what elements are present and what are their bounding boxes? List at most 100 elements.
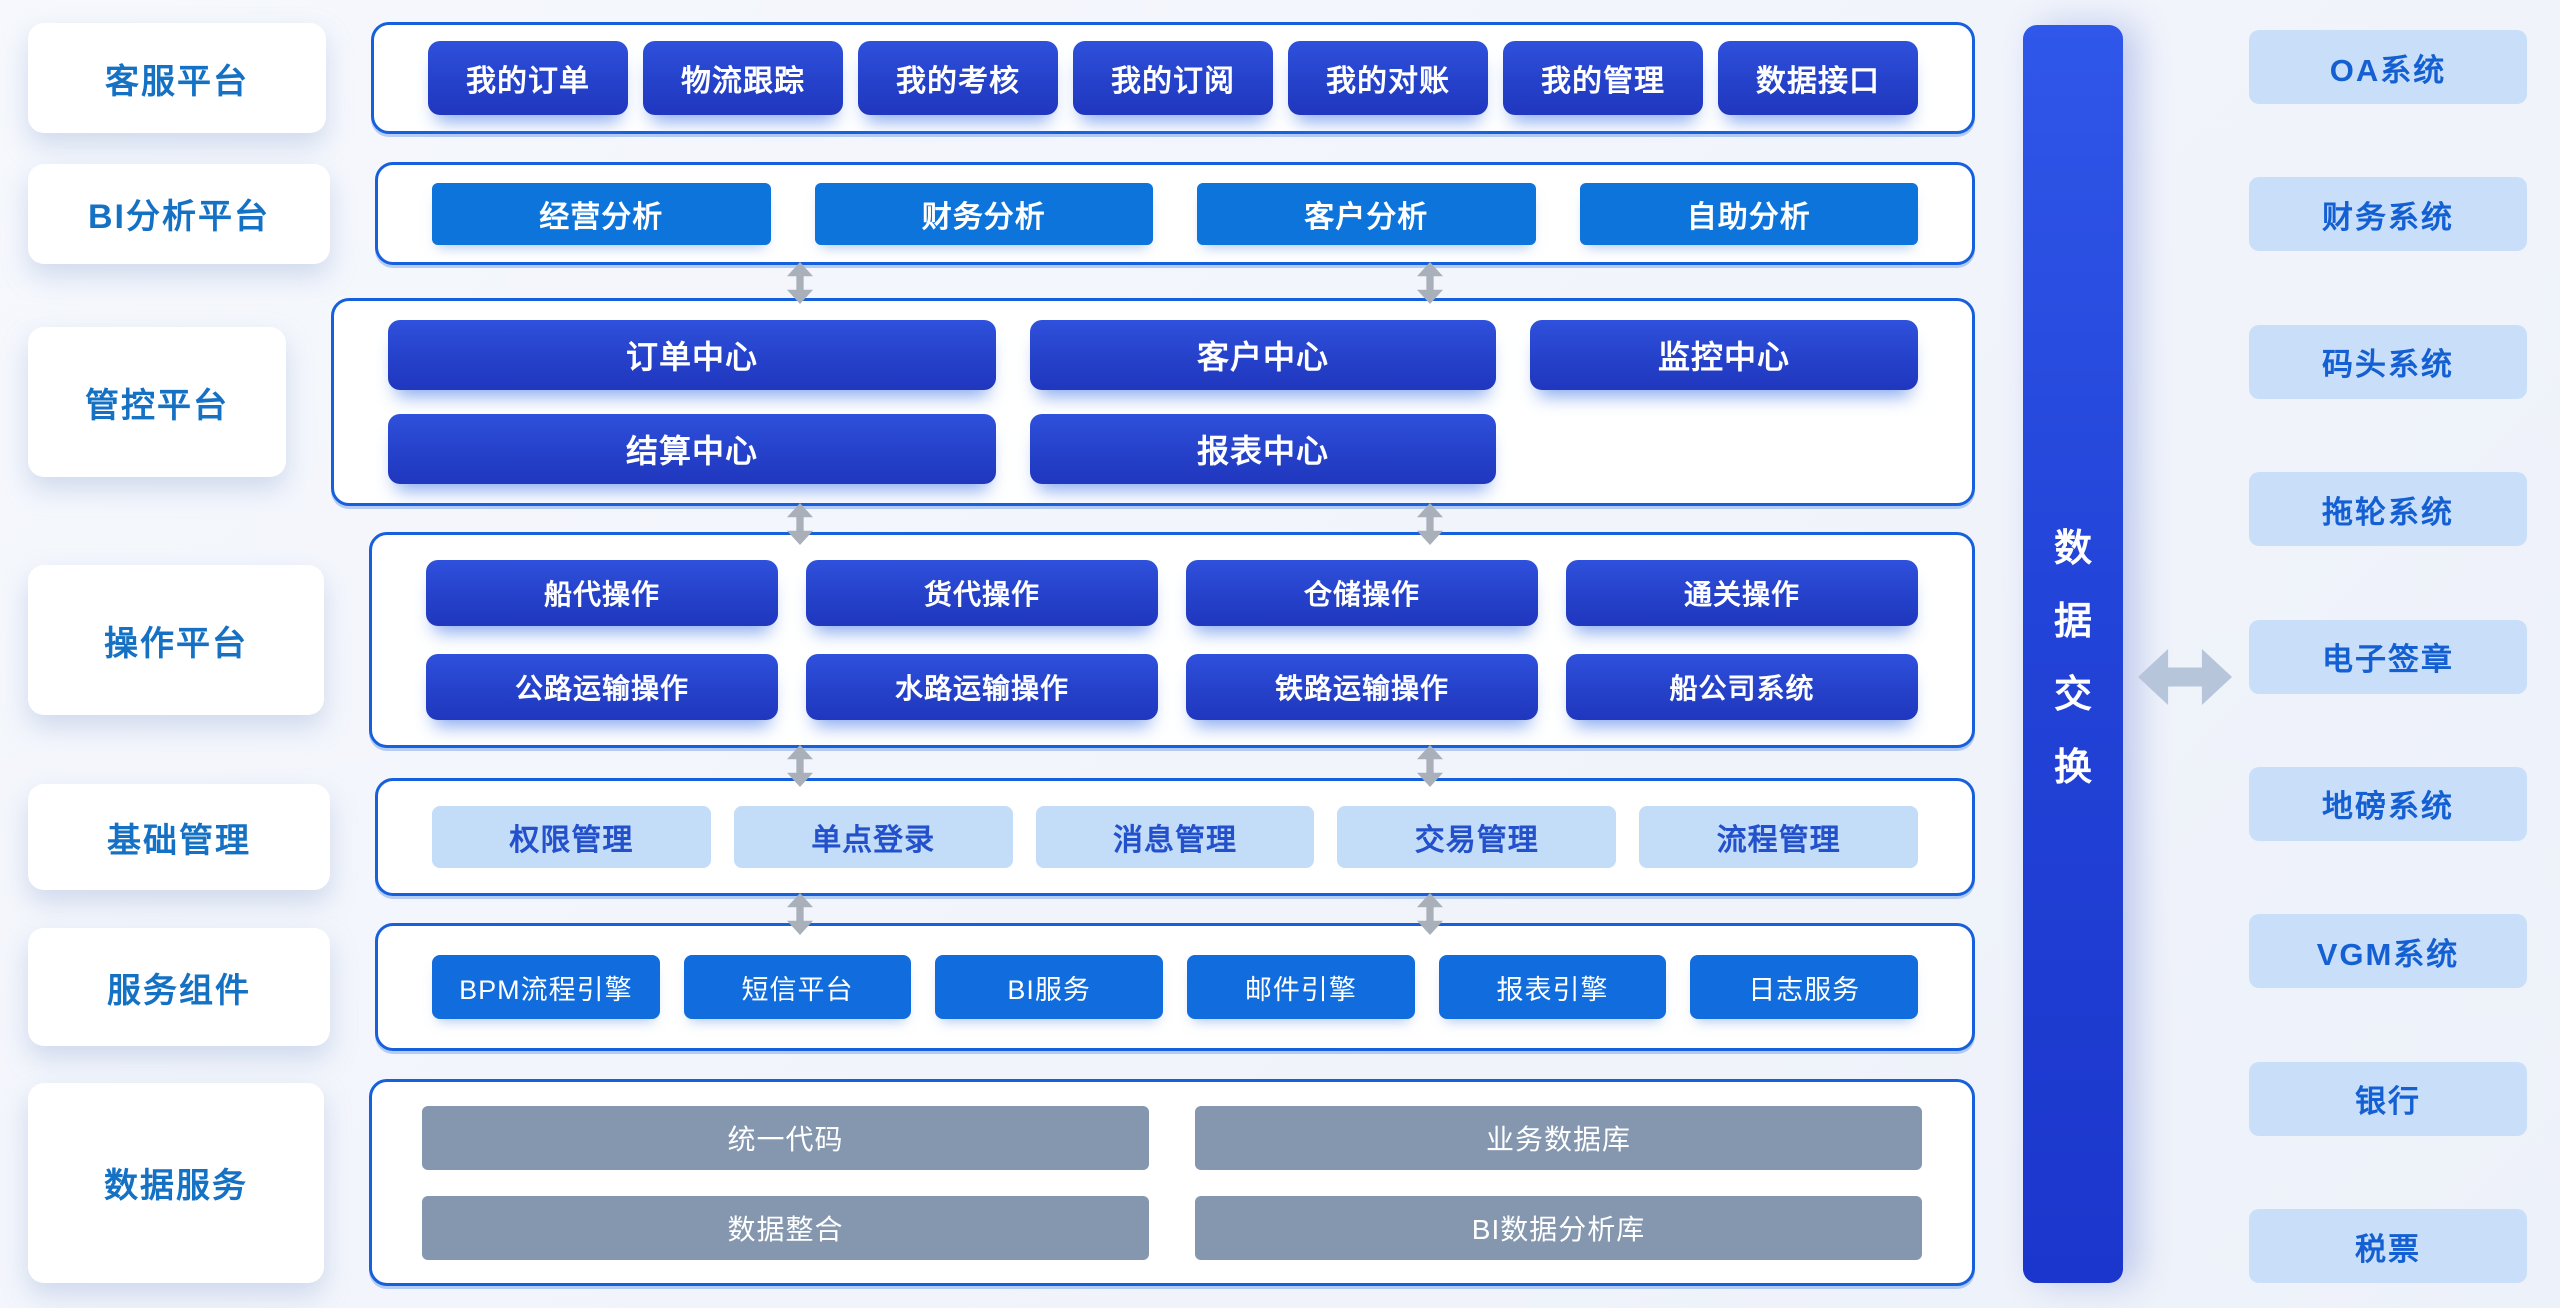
module-block: BPM流程引擎: [432, 955, 660, 1019]
external-system-card: 税票: [2249, 1209, 2527, 1283]
module-block: 我的对账: [1288, 41, 1488, 115]
section-operation-platform: 船代操作 货代操作 仓储操作 通关操作公路运输操作 水路运输操作 铁路运输操作 船公司系统: [369, 532, 1975, 748]
module-block-label: 报表引擎: [1496, 974, 1609, 1005]
module-block-label: 通关操作: [1683, 579, 1800, 610]
module-block: 财务分析: [814, 182, 1153, 245]
module-block: 业务数据库: [1195, 1105, 1922, 1170]
sidebar-item-label: 管控平台: [85, 386, 229, 425]
external-system-label: 拖轮系统: [2322, 494, 2454, 530]
module-block: 我的考核: [858, 41, 1058, 115]
module-block-label: 水路运输操作: [894, 673, 1069, 704]
module-block-label: 业务数据库: [1485, 1123, 1631, 1155]
sidebar-item-service-components: 服务组件: [28, 928, 330, 1046]
module-block-label: 我的考核: [896, 65, 1020, 98]
external-system-label: 码头系统: [2322, 347, 2454, 383]
module-block-label: 监控中心: [1657, 339, 1790, 375]
module-block-label: 经营分析: [539, 200, 664, 234]
section-basic-management: 权限管理单点登录消息管理交易管理流程管理: [375, 778, 1975, 896]
module-block: BI服务: [935, 955, 1164, 1019]
module-block-label: 铁路运输操作: [1274, 673, 1449, 704]
module-block: 订单中心: [388, 320, 996, 390]
module-block-label: 短信平台: [741, 974, 854, 1005]
sidebar-item-operation-platform: 操作平台: [28, 565, 324, 715]
section-customer-service-platform: 我的订单 物流跟踪 我的考核 我的订阅 我的对账 我的管理 数据接口: [371, 22, 1975, 134]
module-block: 经营分析: [432, 182, 771, 245]
sidebar-item-control-platform: 管控平台: [28, 327, 286, 477]
section-service-components: BPM流程引擎 短信平台 BI服务 邮件引擎 报表引擎 日志服务: [375, 923, 1975, 1051]
external-system-label: 税票: [2355, 1231, 2421, 1267]
module-block: 结算中心: [388, 414, 996, 484]
sidebar-item-label: 操作平台: [104, 624, 248, 663]
module-block: 流程管理: [1639, 806, 1918, 868]
external-system-label: OA系统: [2329, 52, 2447, 88]
sidebar-slot: 管控平台: [28, 298, 286, 506]
module-block: 短信平台: [683, 955, 912, 1019]
external-system-card: 财务系统: [2249, 177, 2527, 252]
module-block-label: 订单中心: [625, 339, 758, 375]
module-block-label: 客户分析: [1304, 200, 1429, 234]
external-system-label: 地磅系统: [2322, 789, 2454, 825]
module-block-label: 统一代码: [727, 1123, 844, 1155]
module-block: 铁路运输操作: [1186, 654, 1538, 720]
external-systems-column: OA系统财务系统码头系统拖轮系统电子签章地磅系统 VGM系统银行税票: [2249, 30, 2527, 1283]
module-block-label: 物流跟踪: [681, 65, 805, 98]
sidebar-item-label: 服务组件: [107, 971, 251, 1010]
section-control-platform: 订单中心 客户中心 监控中心结算中心 报表中心: [331, 298, 1975, 506]
module-block-label: 我的订单: [466, 65, 590, 98]
external-system-card: 地磅系统: [2249, 766, 2527, 841]
external-system-card: 电子签章: [2249, 619, 2527, 694]
module-block-label: 船代操作: [543, 579, 660, 610]
module-block: 物流跟踪: [643, 41, 843, 115]
data-exchange-bar-label: 换: [2053, 747, 2092, 789]
platform-bands: 客服平台 我的订单 物流跟踪 我的考核 我的订阅 我的对账 我的管理 数据接口 BI分析平台 经营…: [28, 22, 1975, 1286]
module-block-label: 交易管理: [1414, 824, 1539, 857]
module-block-label: 数据接口: [1756, 65, 1880, 98]
sidebar-item-label: BI分析平台: [88, 198, 270, 236]
module-block: 通关操作: [1566, 560, 1918, 626]
module-block: 数据整合: [422, 1195, 1149, 1260]
external-system-card: VGM系统: [2249, 914, 2527, 989]
sidebar-item-label: 客服平台: [105, 62, 249, 101]
module-block-label: 货代操作: [923, 579, 1040, 610]
module-block: 仓储操作: [1186, 560, 1538, 626]
external-system-label: 电子签章: [2322, 642, 2454, 677]
module-block: 客户分析: [1197, 182, 1536, 245]
external-system-label: 财务系统: [2322, 199, 2454, 235]
module-block-label: BI数据分析库: [1471, 1213, 1646, 1245]
module-block: 报表中心: [1030, 414, 1496, 484]
module-block: 单点登录: [733, 806, 1013, 868]
module-block-label: 报表中心: [1196, 433, 1329, 469]
module-block: 自助分析: [1579, 182, 1918, 245]
module-block: 报表引擎: [1438, 955, 1667, 1019]
module-block-label: 消息管理: [1112, 824, 1237, 857]
module-block-label: 邮件引擎: [1244, 974, 1357, 1005]
module-block-label: 单点登录: [811, 824, 936, 857]
module-block-label: 流程管理: [1716, 824, 1841, 857]
sidebar-item-bi-analysis-platform: BI分析平台: [28, 163, 330, 264]
external-system-label: 银行: [2355, 1084, 2421, 1120]
module-block-label: 自助分析: [1686, 200, 1811, 234]
module-block: 货代操作: [806, 560, 1158, 626]
module-block: 船代操作: [426, 560, 778, 626]
section-data-services: 统一代码 业务数据库数据整合 BI数据分析库: [369, 1079, 1975, 1286]
sidebar-slot: BI分析平台: [28, 162, 330, 265]
sidebar-slot: 操作平台: [28, 532, 324, 748]
module-block: 日志服务: [1690, 955, 1919, 1019]
module-block: 我的管理: [1503, 41, 1703, 115]
module-block-label: 我的订阅: [1111, 65, 1235, 98]
module-block-label: 我的管理: [1541, 65, 1665, 98]
module-block: 消息管理: [1035, 806, 1315, 868]
module-block: 邮件引擎: [1187, 955, 1415, 1019]
data-exchange-bar-label: 据: [2053, 601, 2092, 643]
sidebar-item-data-services: 数据服务: [28, 1082, 324, 1283]
data-exchange-bar-label: 交: [2053, 674, 2092, 716]
module-block-label: 客户中心: [1196, 339, 1329, 375]
module-block-label: 船公司系统: [1669, 673, 1815, 704]
module-block: 我的订阅: [1073, 41, 1273, 115]
data-exchange-bar: 数据交换: [2023, 25, 2123, 1283]
module-block-label: 数据整合: [727, 1213, 844, 1245]
module-block-label: 公路运输操作: [514, 673, 689, 704]
module-block-label: 日志服务: [1748, 974, 1861, 1005]
module-block: 客户中心: [1030, 320, 1496, 390]
